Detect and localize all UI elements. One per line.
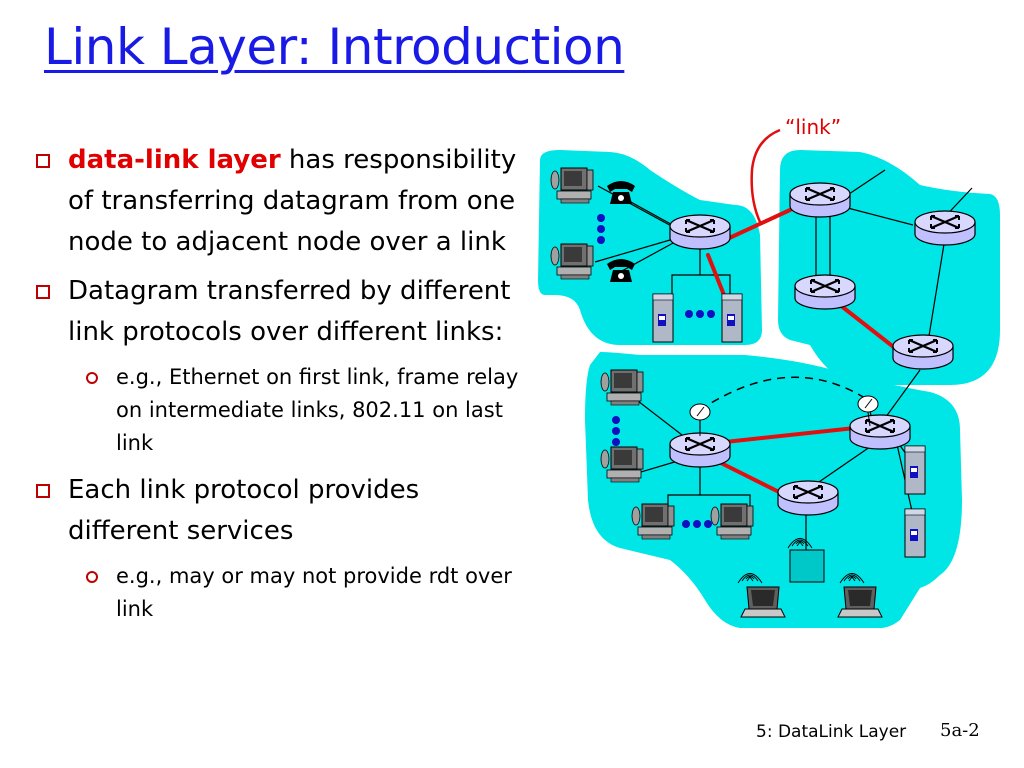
footer-section-label: 5: DataLink Layer — [756, 722, 907, 742]
satellite-dish-icon — [689, 403, 711, 436]
sub-bullet-example-protocols: e.g., Ethernet on first link, frame rela… — [32, 361, 532, 460]
sub-bullet-example-rdt: e.g., may or may not provide rdt over li… — [32, 560, 532, 626]
computer-icon — [710, 503, 754, 540]
bullet-datagram-transferred: Datagram transferred by different link p… — [32, 271, 532, 353]
bullet-text: Each link protocol provides different se… — [68, 475, 420, 546]
server-icon — [721, 293, 743, 343]
network-diagram: “link” — [538, 115, 1000, 628]
router-icon — [668, 431, 732, 469]
square-bullet-icon — [36, 285, 50, 299]
computer-icon — [631, 503, 675, 540]
footer-page-number: 5a-2 — [940, 720, 980, 741]
sub-bullet-text: e.g., Ethernet on first link, frame rela… — [116, 365, 519, 455]
link-arrow — [750, 128, 781, 223]
bullet-highlight: data-link layer — [68, 145, 281, 175]
server-icon — [652, 293, 674, 343]
router-icon — [913, 209, 977, 247]
router-icon — [848, 413, 912, 451]
router-icon — [776, 479, 840, 517]
computer-icon — [600, 446, 644, 483]
bullet-data-link-layer: data-link layer has responsibility of tr… — [32, 140, 532, 263]
bullet-text: has responsibility of transferring datag… — [68, 145, 517, 257]
circle-bullet-icon — [86, 571, 98, 583]
router-icon — [891, 333, 955, 371]
bullet-link-services: Each link protocol provides different se… — [32, 470, 532, 552]
access-point-icon — [789, 549, 825, 583]
sub-bullet-text: e.g., may or may not provide rdt over li… — [116, 564, 512, 621]
computer-icon — [550, 243, 594, 280]
circle-bullet-icon — [86, 372, 98, 384]
router-icon — [668, 213, 732, 251]
computer-icon — [600, 369, 644, 406]
satellite-dish-icon — [857, 395, 879, 427]
square-bullet-icon — [36, 154, 50, 168]
slide-title: Link Layer: Introduction — [44, 18, 625, 76]
computer-icon — [550, 167, 594, 204]
server-icon — [904, 508, 926, 558]
bullet-text: Datagram transferred by different link p… — [68, 276, 511, 347]
server-icon — [904, 445, 926, 495]
router-icon — [793, 273, 857, 311]
router-icon — [788, 181, 852, 219]
link-label: “link” — [785, 115, 841, 139]
ellipsis-dots — [597, 214, 715, 528]
satellite-link — [699, 376, 869, 411]
network-cloud-top-left — [538, 150, 762, 345]
bullet-list: data-link layer has responsibility of tr… — [32, 140, 532, 636]
square-bullet-icon — [36, 484, 50, 498]
